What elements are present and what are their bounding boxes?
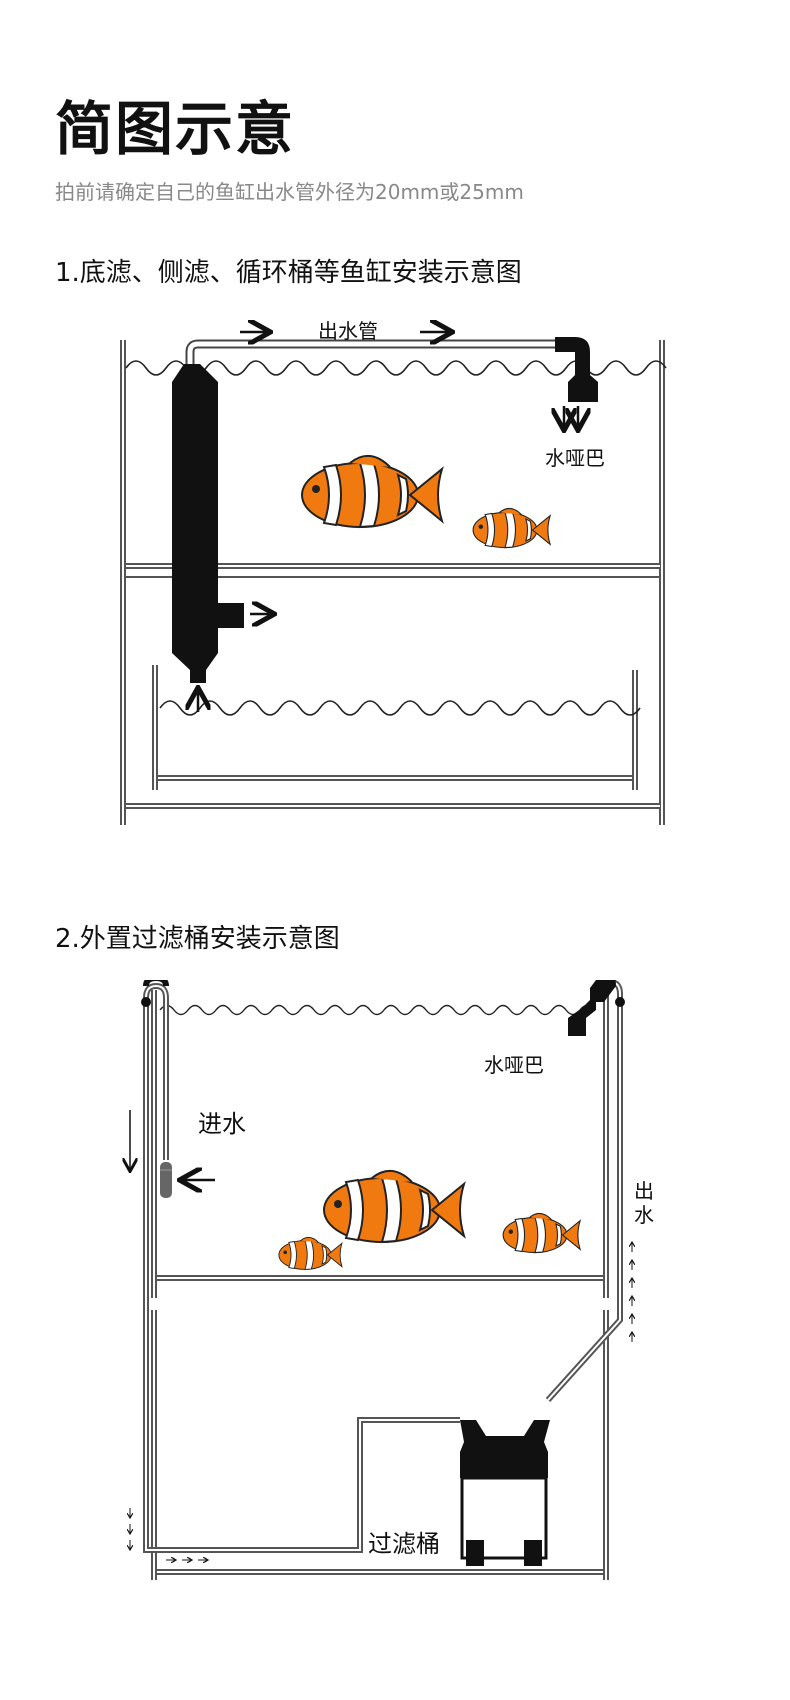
- sump-water-surface: [159, 700, 641, 716]
- tank-water-surface: [159, 1004, 595, 1016]
- output-hose: [545, 980, 623, 1403]
- duckbill-label: 水哑巴: [484, 1053, 544, 1077]
- outlet-pipe-label: 出水管: [318, 320, 378, 343]
- duckbill-label: 水哑巴: [545, 446, 605, 470]
- display-tank: [151, 990, 609, 1298]
- duckbill-nozzle: [568, 980, 616, 1036]
- clownfish-medium: [502, 1212, 581, 1254]
- pump-body: [172, 364, 244, 683]
- canister-filter-diagram: 水哑巴 进水 出 水 过滤桶: [0, 980, 654, 1580]
- clownfish-large: [301, 454, 443, 528]
- clownfish-small: [278, 1236, 343, 1270]
- duckbill-nozzle: [555, 337, 598, 402]
- clownfish-small: [472, 507, 551, 549]
- sump-box: [152, 665, 638, 790]
- water-out-label-2: 水: [634, 1203, 654, 1227]
- clownfish-large: [323, 1169, 465, 1243]
- cabinet: [151, 1310, 609, 1580]
- flow-dot-arrows: [130, 1242, 632, 1560]
- page-subtitle: 拍前请确定自己的鱼缸出水管外径为20mm或25mm: [55, 180, 524, 204]
- water-in-label: 进水: [198, 1110, 246, 1138]
- intake-strainer: [160, 1162, 172, 1198]
- water-out-label-1: 出: [634, 1179, 654, 1203]
- page-title: 简图示意: [55, 95, 296, 163]
- sump-filter-diagram: 出水管 水哑巴: [120, 320, 667, 825]
- filter-canister: [460, 1420, 550, 1566]
- section-2-heading: 2.外置过滤桶安装示意图: [55, 924, 340, 954]
- section-1-heading: 1.底滤、侧滤、循环桶等鱼缸安装示意图: [55, 258, 522, 288]
- filter-canister-label: 过滤桶: [368, 1530, 440, 1558]
